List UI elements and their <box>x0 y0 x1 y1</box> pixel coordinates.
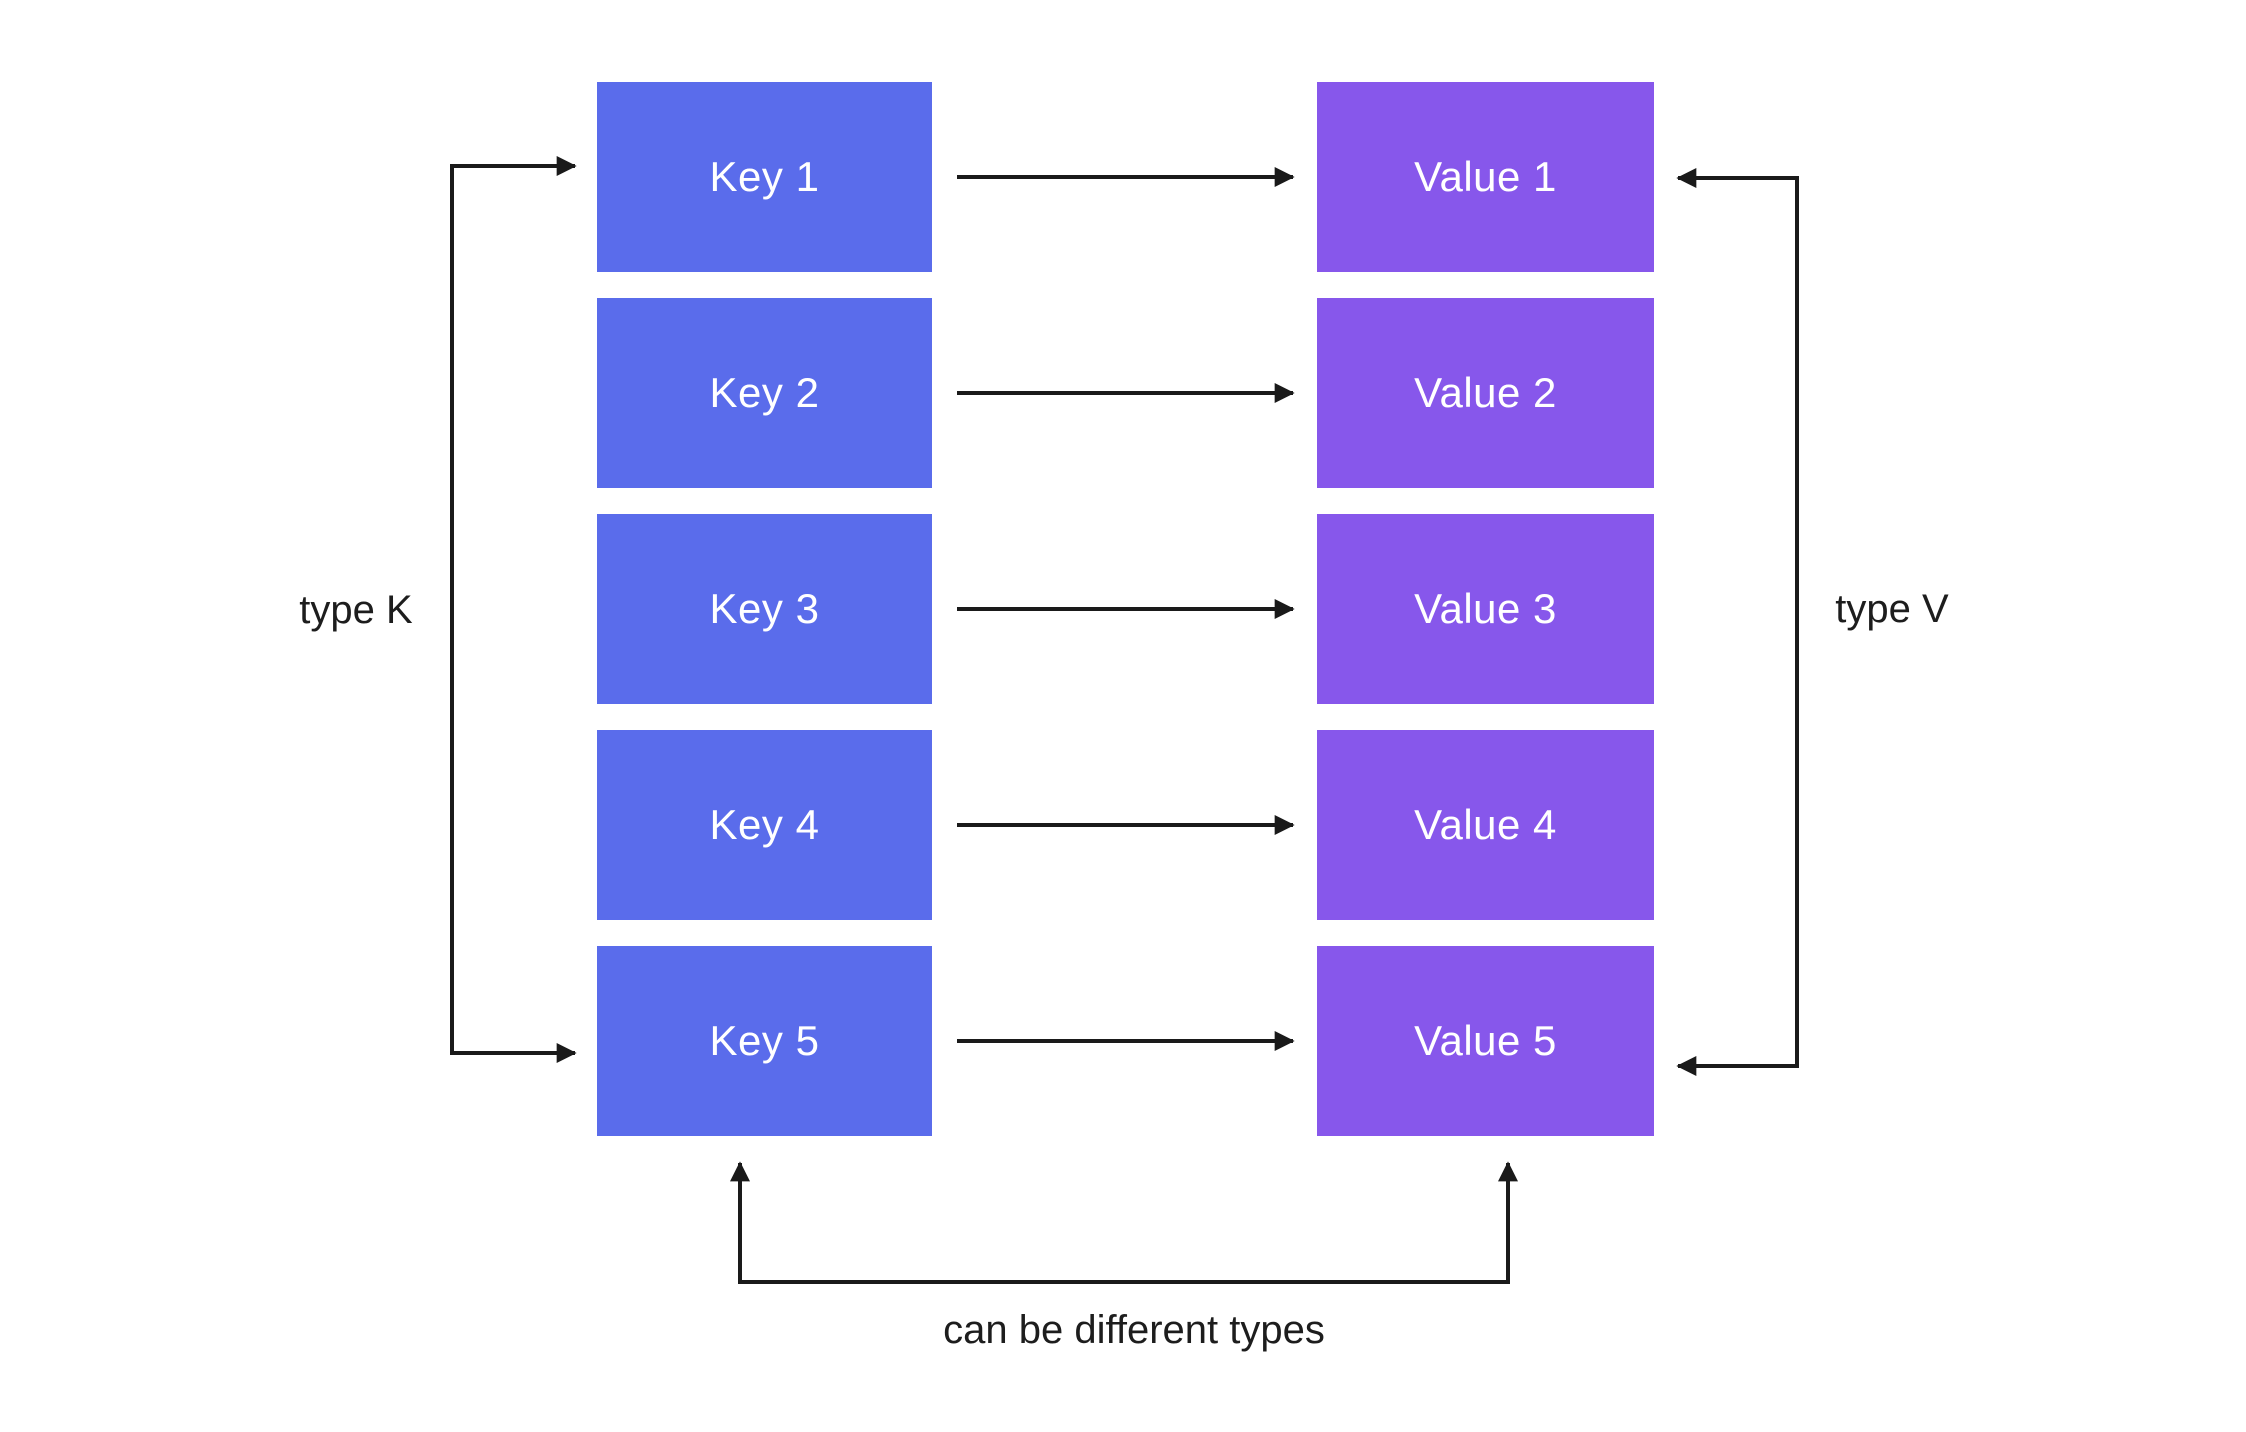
key-box-1: Key 1 <box>597 82 932 272</box>
value-box-2: Value 2 <box>1317 298 1654 488</box>
different-types-label: can be different types <box>943 1308 1325 1352</box>
key-box-3: Key 3 <box>597 514 932 704</box>
key-box-4: Key 4 <box>597 730 932 920</box>
key-box-2: Key 2 <box>597 298 932 488</box>
value-box-4: Value 4 <box>1317 730 1654 920</box>
value-box-3: Value 3 <box>1317 514 1654 704</box>
value-box-1: Value 1 <box>1317 82 1654 272</box>
type-k-label: type K <box>299 588 413 632</box>
key-box-5: Key 5 <box>597 946 932 1136</box>
type-v-label: type V <box>1835 587 1949 631</box>
value-box-5: Value 5 <box>1317 946 1654 1136</box>
